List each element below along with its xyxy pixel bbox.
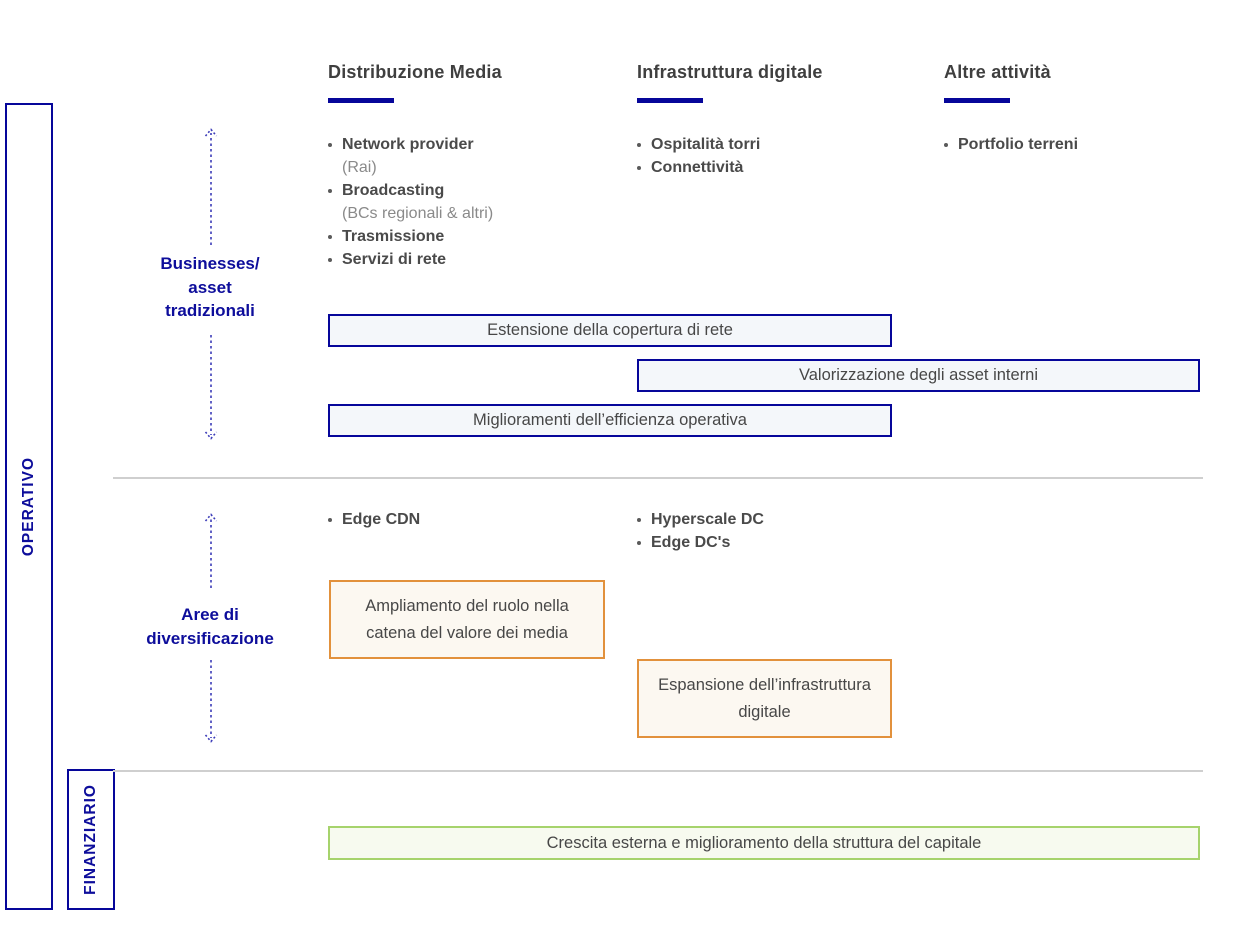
dotted-arrow-down-icon bbox=[204, 658, 218, 744]
operativo-axis-label: OPERATIVO bbox=[20, 456, 37, 557]
list-item-label: Network provider bbox=[342, 136, 474, 153]
list-item: Trasmissione bbox=[328, 225, 493, 248]
list-item-label: Edge DC's bbox=[651, 534, 731, 551]
row2-label-line1: Aree di bbox=[181, 605, 239, 624]
row-divider-2 bbox=[113, 770, 1203, 772]
row2-col2-bullet-list: Hyperscale DC Edge DC's bbox=[637, 508, 764, 554]
row1-label-line2: asset bbox=[188, 277, 232, 297]
list-item: Hyperscale DC bbox=[637, 508, 764, 531]
list-item-note: (Rai) bbox=[342, 159, 377, 176]
finanziario-axis-label: FINANZIARIO bbox=[82, 784, 99, 895]
strategy-box-espansione-infrastruttura: Espansione dell’infrastruttura digitale bbox=[637, 659, 892, 738]
dotted-arrow-up-icon bbox=[204, 127, 218, 247]
column-header-altre-attivita: Altre attività bbox=[944, 62, 1051, 82]
list-item-label: Connettività bbox=[651, 159, 744, 176]
header-underline-1 bbox=[328, 98, 394, 103]
row1-col1-bullet-list: Network provider (Rai) Broadcasting (BCs… bbox=[328, 133, 493, 271]
bullet-icon bbox=[944, 143, 948, 147]
strategy-box-valorizzazione-asset: Valorizzazione degli asset interni bbox=[637, 359, 1200, 392]
list-item: Broadcasting (BCs regionali & altri) bbox=[328, 179, 493, 225]
dotted-arrow-up-icon bbox=[204, 512, 218, 590]
list-item: Network provider (Rai) bbox=[328, 133, 493, 179]
bullet-icon bbox=[328, 189, 332, 193]
row1-col3-bullet-list: Portfolio terreni bbox=[944, 133, 1078, 156]
list-item-label: Broadcasting bbox=[342, 182, 445, 199]
list-item-label: Portfolio terreni bbox=[958, 136, 1079, 153]
dotted-arrow-down-icon bbox=[204, 333, 218, 441]
strategy-box-estensione-copertura: Estensione della copertura di rete bbox=[328, 314, 892, 347]
header-underline-3 bbox=[944, 98, 1010, 103]
list-item: Portfolio terreni bbox=[944, 133, 1078, 156]
list-item-label: Trasmissione bbox=[342, 228, 445, 245]
list-item-label: Servizi di rete bbox=[342, 251, 447, 268]
bullet-icon bbox=[328, 143, 332, 147]
list-item: Connettività bbox=[637, 156, 760, 179]
bullet-icon bbox=[328, 258, 332, 262]
list-item: Edge CDN bbox=[328, 508, 420, 531]
list-item-label: Ospitalità torri bbox=[651, 136, 761, 153]
row1-col2-bullet-list: Ospitalità torri Connettività bbox=[637, 133, 760, 179]
bullet-icon bbox=[637, 143, 641, 147]
operativo-axis-box: OPERATIVO bbox=[5, 103, 53, 910]
header-underline-2 bbox=[637, 98, 703, 103]
list-item-note: (BCs regionali & altri) bbox=[342, 205, 494, 222]
list-item-label: Hyperscale DC bbox=[651, 511, 764, 528]
list-item: Servizi di rete bbox=[328, 248, 493, 271]
row-divider-1 bbox=[113, 477, 1203, 479]
bullet-icon bbox=[637, 541, 641, 545]
row1-label-line3: tradizionali bbox=[165, 301, 255, 320]
list-item: Ospitalità torri bbox=[637, 133, 760, 156]
list-item-label: Edge CDN bbox=[342, 511, 421, 528]
finanziario-axis-box: FINANZIARIO bbox=[67, 769, 115, 910]
row1-label-line1: Businesses/ bbox=[160, 254, 260, 273]
strategy-box-crescita-esterna: Crescita esterna e miglioramento della s… bbox=[328, 826, 1200, 860]
strategy-box-miglioramenti-efficienza: Miglioramenti dell’efficienza operativa bbox=[328, 404, 892, 437]
bullet-icon bbox=[328, 518, 332, 522]
row2-col1-bullet-list: Edge CDN bbox=[328, 508, 420, 531]
bullet-icon bbox=[637, 518, 641, 522]
bullet-icon bbox=[637, 166, 641, 170]
bullet-icon bbox=[328, 235, 332, 239]
strategy-box-ampliamento-ruolo: Ampliamento del ruolo nella catena del v… bbox=[329, 580, 605, 659]
row2-label: Aree di diversificazione bbox=[125, 603, 295, 650]
row2-label-line2: diversificazione bbox=[146, 628, 274, 648]
column-header-distribuzione-media: Distribuzione Media bbox=[328, 62, 502, 82]
list-item: Edge DC's bbox=[637, 531, 764, 554]
column-header-infrastruttura-digitale: Infrastruttura digitale bbox=[637, 62, 823, 82]
row1-label: Businesses/ asset tradizionali bbox=[130, 252, 290, 323]
